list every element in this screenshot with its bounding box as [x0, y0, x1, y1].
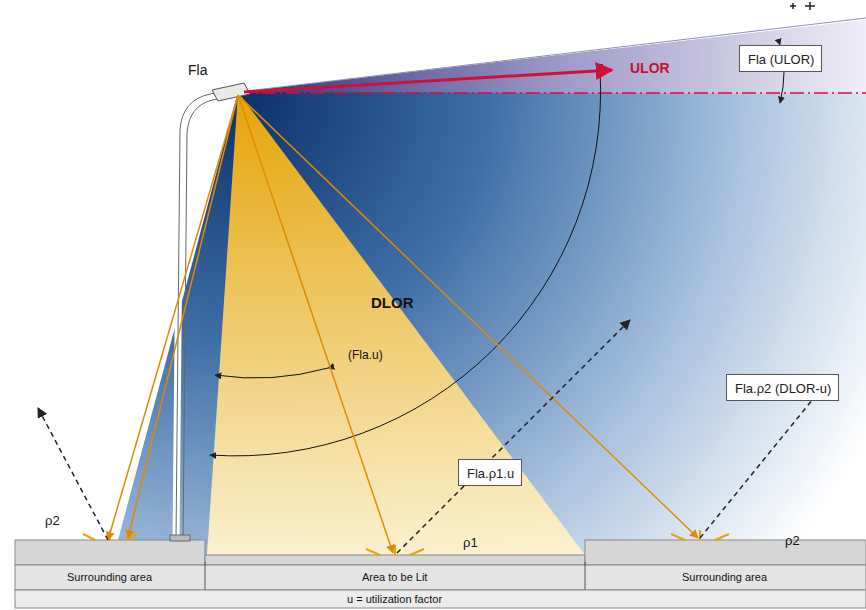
useful-light-cone [207, 92, 585, 555]
flux-symbol: Fla [188, 62, 207, 78]
dlor-label: DLOR [371, 294, 414, 311]
formula-box: Fla.ρ2 (DLOR-u) [726, 374, 839, 401]
ground-right [585, 540, 866, 565]
dlor-arc [210, 70, 601, 456]
reflectance-symbol: ρ2 [785, 533, 800, 548]
cutoff-line [238, 18, 866, 92]
reflected-ray [397, 320, 630, 553]
area-label: Surrounding area [67, 571, 152, 583]
factor-label: u = utilization factor [347, 593, 442, 605]
pole-outline [176, 90, 232, 540]
reflection-glints [83, 530, 729, 555]
factor-strip [15, 590, 866, 608]
ground-centre [205, 555, 585, 565]
sky-symbols [790, 2, 815, 10]
reflectance-symbol: ρ2 [45, 513, 60, 528]
ulor-label: ULOR [630, 60, 670, 76]
upward-light-wedge [238, 20, 866, 94]
light-ray [238, 95, 393, 553]
light-ray [108, 95, 238, 540]
reflectance-symbol: ρ1 [463, 535, 478, 550]
formula-text: Fla (ULOR) [748, 52, 813, 67]
light-fan [118, 20, 866, 555]
formula-text: Fla.ρ1.u [467, 466, 513, 481]
formula-box: Fla (ULOR) [739, 45, 822, 72]
formula-box: Fla.ρ1.u [458, 459, 522, 486]
utilization-label: (Fla.u) [348, 348, 383, 362]
area-label: Surrounding area [682, 571, 767, 583]
reflected-ray [700, 388, 822, 538]
light-ray [128, 95, 238, 538]
utilization-arc [215, 368, 328, 378]
formula-text: Fla.ρ2 (DLOR-u) [735, 381, 830, 396]
label-strip [15, 565, 866, 590]
pole [176, 90, 232, 540]
reflected-ray [38, 408, 108, 540]
horizontal-line [238, 92, 866, 94]
ground-left [15, 540, 205, 565]
area-label: Area to be Lit [362, 571, 427, 583]
pole-base [170, 535, 190, 541]
pole-outline [183, 96, 232, 540]
light-ray [238, 95, 698, 538]
ulor-ray [244, 70, 612, 92]
boundary [205, 562, 206, 590]
boundary [585, 562, 586, 590]
